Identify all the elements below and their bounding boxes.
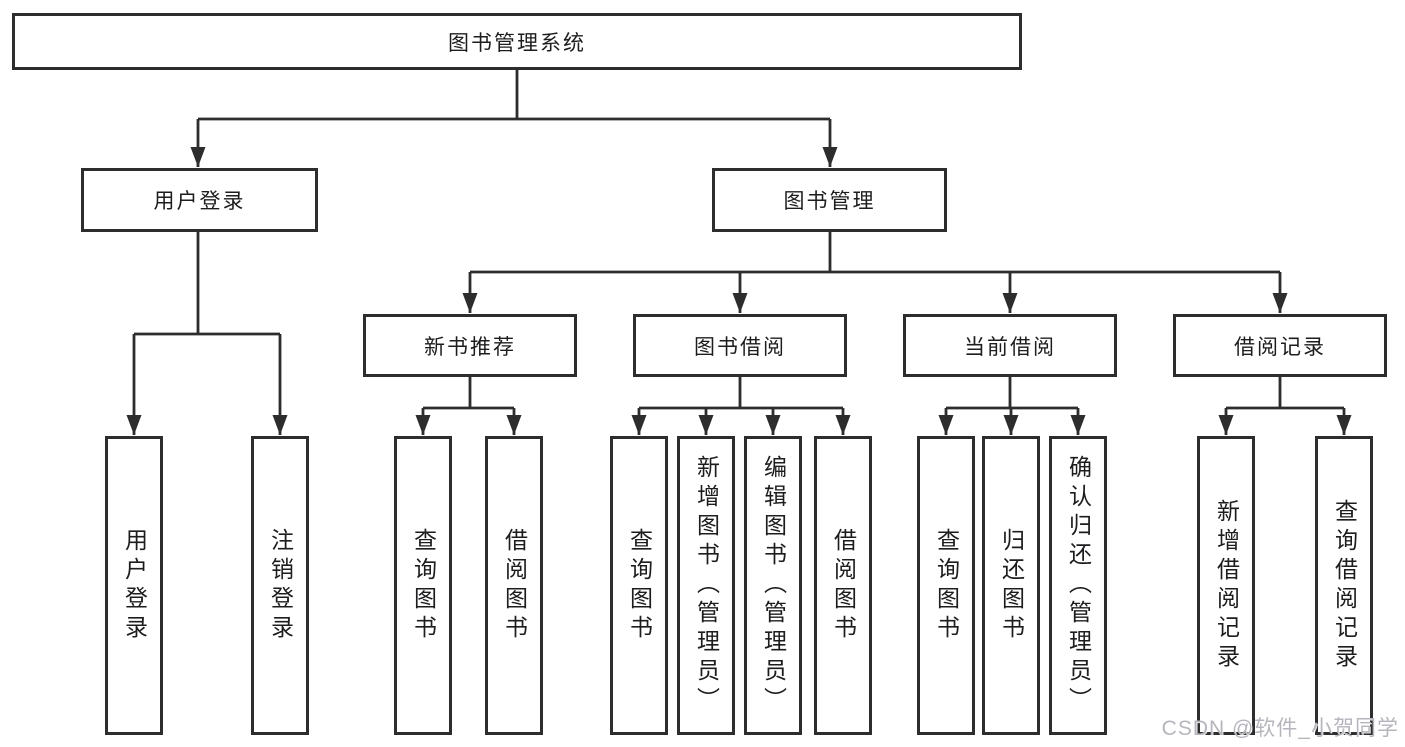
leaf-borrow-query-book: 查询图书 — [610, 436, 668, 735]
leaf-logout-login: 注销登录 — [251, 436, 309, 735]
leaf-recommend-query-book: 查询图书 — [394, 436, 452, 735]
leaf-current-return-book: 归还图书 — [982, 436, 1040, 735]
node-book-management: 图书管理 — [712, 168, 947, 232]
node-book-borrow: 图书借阅 — [633, 314, 847, 377]
leaf-records-query-record: 查询借阅记录 — [1315, 436, 1373, 735]
node-borrow-records: 借阅记录 — [1173, 314, 1387, 377]
node-user-login: 用户登录 — [81, 168, 318, 232]
leaf-user-login: 用户登录 — [105, 436, 163, 735]
watermark: CSDN @软件_小贺同学 — [1161, 717, 1399, 740]
leaf-borrow-edit-book-admin: 编辑图书（管理员） — [744, 436, 802, 735]
leaf-records-add-record: 新增借阅记录 — [1197, 436, 1255, 735]
leaf-borrow-add-book-admin: 新增图书（管理员） — [677, 436, 735, 735]
node-root: 图书管理系统 — [12, 13, 1022, 70]
leaf-borrow-borrow-book: 借阅图书 — [814, 436, 872, 735]
leaf-recommend-borrow-book: 借阅图书 — [485, 436, 543, 735]
node-current-borrow: 当前借阅 — [903, 314, 1117, 377]
node-new-book-recommend: 新书推荐 — [363, 314, 577, 377]
leaf-current-query-book: 查询图书 — [917, 436, 975, 735]
leaf-current-confirm-return-admin: 确认归还（管理员） — [1049, 436, 1107, 735]
